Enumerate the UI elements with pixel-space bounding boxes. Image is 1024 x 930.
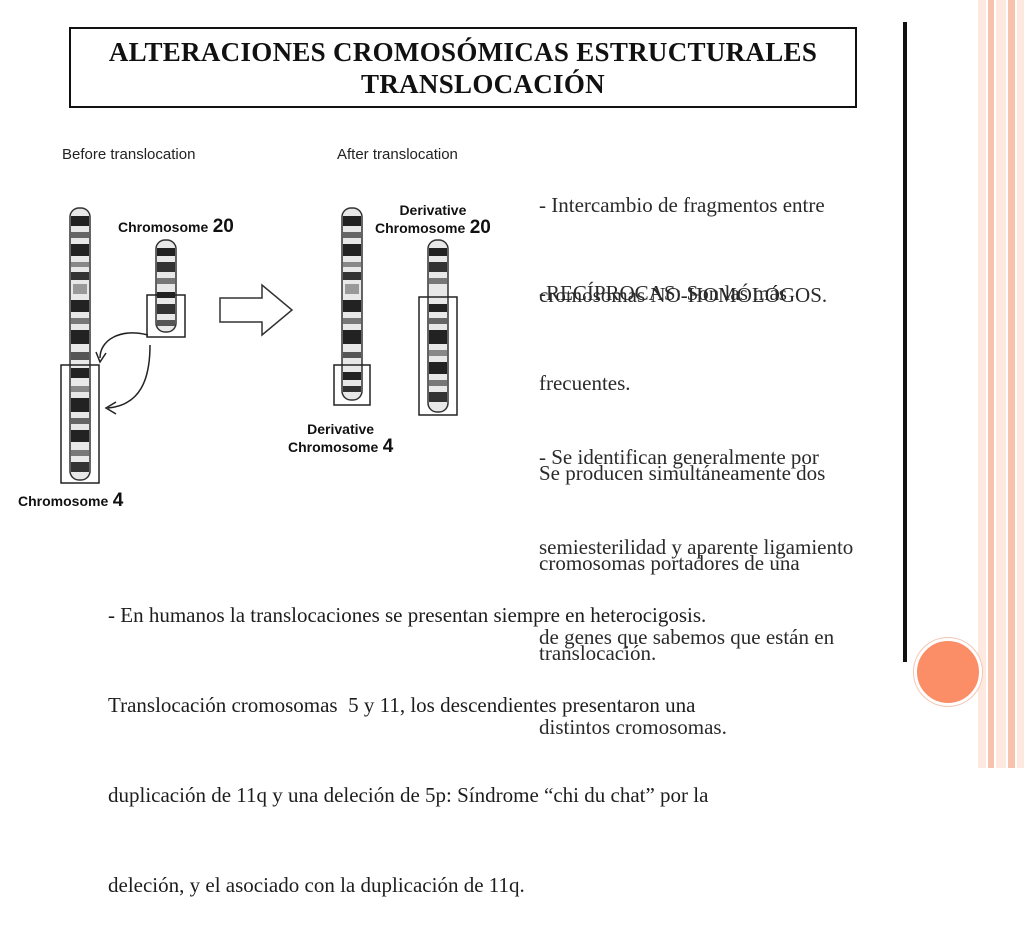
p2-line-5: translocación. [539,641,657,665]
accent-circle [914,638,982,706]
bottom-line-3: duplicación de 11q y una deleción de 5p:… [108,783,709,807]
decor-stripe [1017,0,1024,768]
chromosome-drawings [60,207,458,484]
decor-stripe [988,0,994,768]
derivative-20-line1: Derivative [399,202,467,218]
p3-line-3: de genes que sabemos que están en [539,625,835,649]
derivative-chromosome-4 [333,207,371,406]
derivative-chromosome-20 [418,239,458,416]
p3-line-2: semiesterilidad y aparente ligamiento [539,535,854,559]
derivative-4-label: Derivative Chromosome 4 [288,421,393,456]
chromosome-4-label: Chromosome 4 [18,490,124,511]
exchange-arrow [107,344,151,409]
after-label: After translocation [337,146,458,163]
exchange-arrow [99,332,149,359]
paragraph-2: -RECÍPROCAS: Son las más frecuentes. Se … [539,218,825,698]
chromosome-20-text: Chromosome [118,219,209,235]
title-line-1: ALTERACIONES CROMOSÓMICAS ESTRUCTURALES [108,37,818,67]
bottom-line-4: deleción, y el asociado con la duplicaci… [108,873,525,897]
chromosome-20 [146,239,186,338]
derivative-20-number: 20 [469,217,491,238]
chromosome-20-number: 20 [212,216,234,237]
decor-stripe [1008,0,1015,768]
before-label: Before translocation [62,146,196,163]
p2-line-2: frecuentes. [539,371,631,395]
derivative-20-text: Chromosome [375,220,466,236]
chromosome-4-number: 4 [112,490,124,511]
chromosome-4-text: Chromosome [18,493,109,509]
derivative-20-label: Derivative Chromosome 20 [375,202,491,237]
title-line-2: TRANSLOCACIÓN [361,69,605,99]
vertical-divider [903,22,907,662]
p2-line-3: Se producen simultáneamente dos [539,461,826,485]
paragraph-1: - Intercambio de fragmentos entre cromos… [539,130,827,340]
p3-line-1: - Se identifican generalmente por [539,445,819,469]
derivative-4-number: 4 [382,436,394,457]
p2-line-1: -RECÍPROCAS: Son las más [539,281,787,305]
p2-line-4: cromosomas portadores de una [539,551,800,575]
slide-title: ALTERACIONES CROMOSÓMICAS ESTRUCTURALES … [69,27,857,108]
chromosome-20-label: Chromosome 20 [118,216,234,237]
decor-stripe [996,0,1006,768]
p3-line-4: distintos cromosomas. [539,715,727,739]
transition-arrow [219,283,294,337]
derivative-4-line2: Chromosome 4 [288,436,394,457]
bottom-line-2: Translocación cromosomas 5 y 11, los des… [108,693,696,717]
p1-line-2: cromosomas NO-HOMÓLOGOS. [539,283,828,307]
p1-line-1: - Intercambio de fragmentos entre [539,193,825,217]
paragraph-3: - Se identifican generalmente por semies… [539,382,853,772]
decor-stripe [978,0,986,768]
bottom-paragraph: - En humanos la translocaciones se prese… [108,540,708,930]
derivative-20-line2: Chromosome 20 [375,217,491,238]
bottom-line-1: - En humanos la translocaciones se prese… [108,603,707,627]
derivative-4-text: Chromosome [288,439,379,455]
chromosome-4 [60,207,100,484]
derivative-4-line1: Derivative [307,421,375,437]
